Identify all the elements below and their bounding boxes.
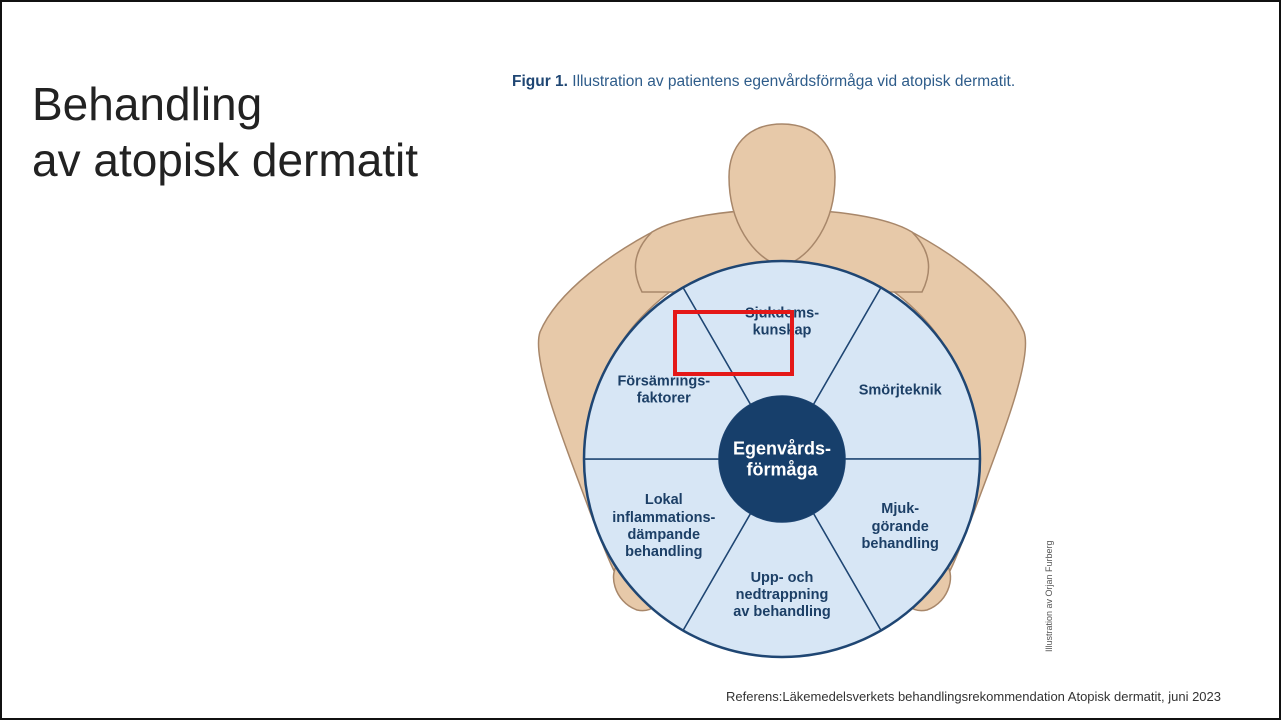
- segment-label-forsamringsfaktorer: Försämrings- faktorer: [617, 373, 711, 407]
- self-care-figure: Figur 1. Illustration av patientens egen…: [502, 62, 1062, 682]
- figure-caption-label: Figur 1.: [512, 73, 568, 90]
- highlight-box: [673, 310, 794, 376]
- reference-text: Referens:Läkemedelsverkets behandlingsre…: [725, 689, 1221, 704]
- segment-label-lokal: Lokal inflammations- dämpande behandling: [612, 492, 716, 561]
- center-label: Egenvårds- förmåga: [732, 438, 832, 479]
- center-circle: [719, 396, 845, 522]
- outer-ring: [582, 259, 982, 659]
- figure-caption-text: Illustration av patientens egenvårdsförm…: [567, 73, 1016, 90]
- title-line-2: av atopisk dermatit: [32, 134, 419, 187]
- figure-illustration: [537, 123, 1027, 659]
- figure-caption: Figur 1. Illustration av patientens egen…: [512, 72, 1032, 92]
- slide-title: Behandling av atopisk dermatit: [32, 76, 418, 188]
- segment-label-mjukgorande: Mjuk- görande behandling: [861, 501, 939, 552]
- illustration-credit: Illustration av Orjan Furberg: [1044, 540, 1054, 652]
- segment-label-smorjteknik: Smörjteknik: [858, 382, 942, 399]
- segments-group: [583, 260, 981, 658]
- segment-label-upp-och-nedtrappning: Upp- och nedtrappning av behandling: [733, 569, 831, 621]
- title-line-1: Behandling: [32, 78, 263, 130]
